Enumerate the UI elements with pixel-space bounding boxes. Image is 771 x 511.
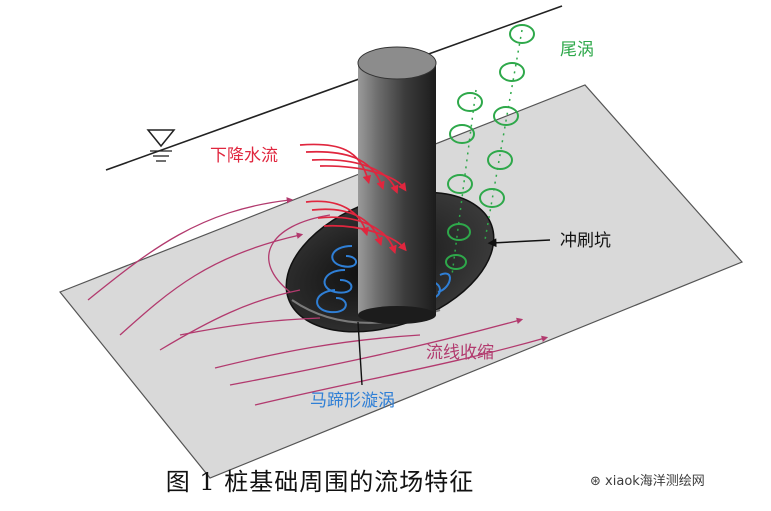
wake-vortices: [445, 24, 535, 270]
water-surface-line: [105, 5, 563, 171]
watermark: ⊛ xiaok海洋测绘网: [590, 470, 705, 489]
label-scour-pit: 冲刷坑: [560, 231, 611, 251]
label-wake: 尾涡: [560, 40, 594, 60]
watermark-text: xiaok海洋测绘网: [605, 474, 705, 489]
streamlines: [87, 197, 549, 406]
horseshoe-pointer: [357, 321, 363, 386]
scour-pit-pointer: [487, 238, 551, 248]
label-contraction: 流线收缩: [426, 343, 494, 363]
label-downflow: 下降水流: [210, 146, 278, 166]
downflow-arrows: [299, 143, 407, 255]
figure-caption: 图 1 桩基础周围的流场特征: [165, 468, 475, 496]
label-horseshoe: 马蹄形漩涡: [310, 391, 395, 411]
watermark-icon: ⊛: [590, 474, 601, 489]
wake-centerlines: [451, 29, 523, 276]
pile-cylinder: [357, 46, 437, 324]
water-level-icon: [146, 129, 176, 162]
